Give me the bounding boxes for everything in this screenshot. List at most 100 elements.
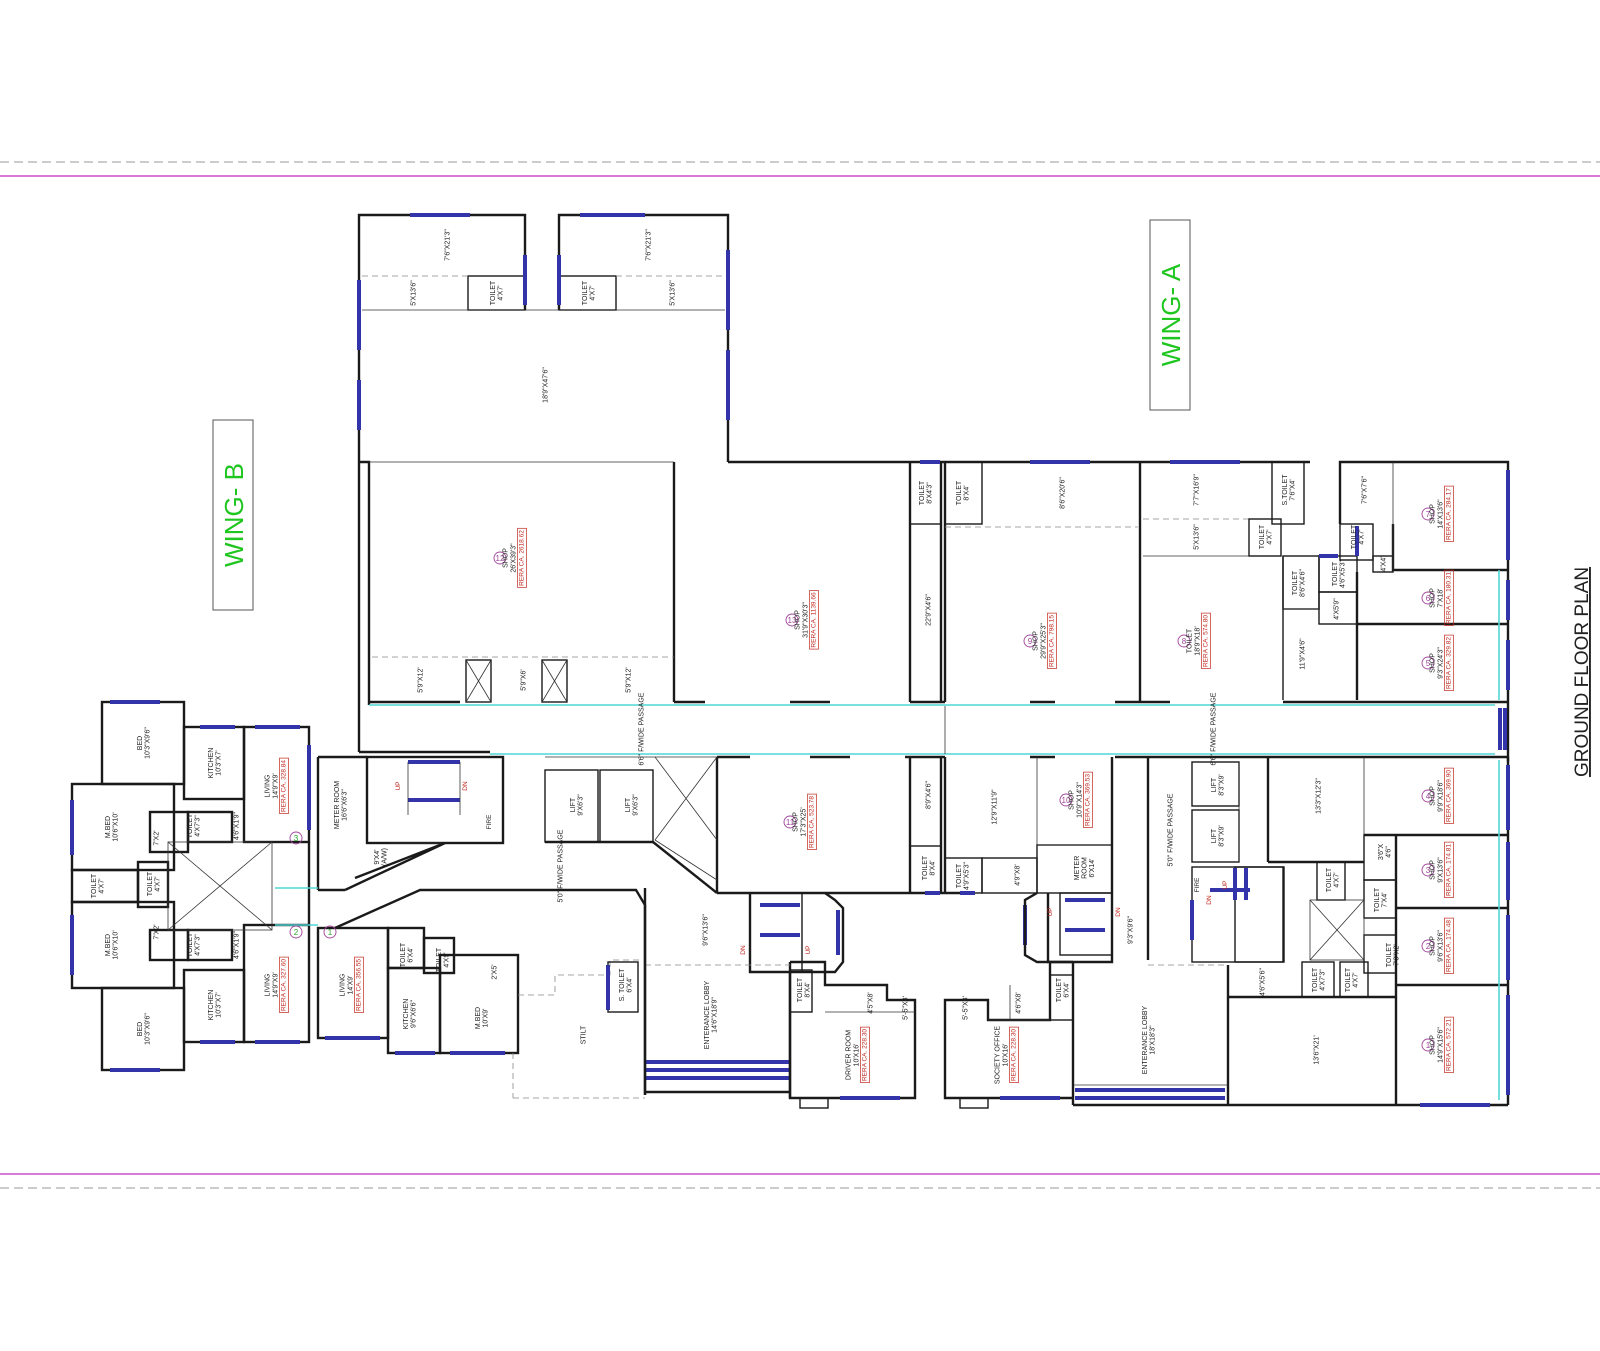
dim-d_5136b: 5'X13'6" — [670, 280, 677, 306]
dim-passage4: 5'0" F/WIDE PASSAGE — [1168, 793, 1175, 866]
dim-kitchen3-line-1: 9'6"X6'6" — [410, 1000, 417, 1028]
dim-d_5136b-line-0: 5'X13'6" — [670, 280, 677, 306]
label-shop13-line-1: 31'9"X30'3" — [803, 602, 810, 638]
dim-lift4-line-1: 8'3"X9' — [1218, 825, 1225, 847]
dim-d_25: 2'X5' — [492, 964, 499, 979]
label-society-line-1: 10'X16' — [1003, 1044, 1010, 1067]
label-shop10-line-1: 10'9"X14'3" — [1077, 782, 1084, 818]
rera-box — [1083, 771, 1093, 828]
dim-kitchen1-line-0: KITCHEN — [208, 748, 215, 779]
dim-toilet_64b-line-0: TOILET — [1056, 977, 1063, 1002]
dim-d_596-line-0: 5'9"X6' — [521, 669, 528, 691]
shop7-number: 7 — [1426, 510, 1431, 519]
dim-d_94-line-1: (A/W) — [381, 848, 388, 866]
label-society-line-0: SOCIETY OFFICE — [995, 1026, 1002, 1085]
dim-d_498: 4'9"X8' — [1015, 864, 1022, 886]
rera-box — [1444, 767, 1454, 824]
label-shop3-line-1: 9'X13'6" — [1438, 857, 1445, 883]
label-flat3-line-2: RERA CA. 328.84 — [281, 760, 288, 812]
dim-d_7613b-line-0: 7'6"X21'3" — [646, 229, 653, 261]
dim-d_458-line-0: 4'5"X8' — [868, 992, 875, 1014]
flat1-number: 1 — [328, 928, 333, 937]
dim-d_468-line-0: 4'6"X8' — [1016, 992, 1023, 1014]
dim-bed1-line-1: 10'3"X9'6" — [144, 727, 151, 759]
dim-toilet_843-line-0: TOILET — [919, 480, 926, 505]
dim-d_129119-line-0: 12'9"X11'9" — [992, 789, 999, 825]
dim-toilet_49-line-1: 4'X9' — [443, 952, 450, 967]
label-flat2-line-2: RERA CA. 327.60 — [281, 959, 288, 1011]
label-flat2-line-1: 14'9"X9' — [273, 972, 280, 997]
label-shop11-line-1: 17'3"X25' — [801, 807, 808, 836]
dim-mbed1-line-1: 10'6"X10' — [112, 812, 119, 841]
dim-kitchen2-line-1: 10'3"X7' — [215, 992, 222, 1017]
label-driver-line-0: DRIVER ROOM — [846, 1030, 853, 1080]
label-shop5-line-1: 9'3"X24'3" — [1438, 647, 1445, 679]
label-shop8-line-0: TOILET — [1187, 628, 1194, 653]
dim-d_7613b: 7'6"X21'3" — [646, 229, 653, 261]
dim-meter2-line-1: ROOM — [1082, 857, 1089, 879]
dim-d_toilet_47a-line-0: TOILET — [490, 280, 497, 305]
rera-box — [1444, 485, 1454, 542]
rera-box — [1444, 634, 1454, 691]
shop4-number: 4 — [1426, 792, 1431, 801]
dim-d_99: 9'3"X9'6" — [1128, 916, 1135, 944]
dim-d_96136-line-0: 9'6"X13'6" — [703, 914, 710, 946]
label-shop11-line-0: SHOP — [793, 812, 800, 832]
dim-d_94: 9'X4'(A/W) — [374, 848, 389, 866]
rera-box — [1444, 1016, 1454, 1073]
label-shop6-line-2: RERA CA. 180.31 — [1446, 572, 1453, 624]
shop11-number: 11 — [786, 818, 795, 827]
dim-d_5912a: 5'9"X12' — [418, 667, 425, 692]
label-driver-line-1: 10'X16' — [854, 1044, 861, 1067]
wing-b-flat-1 — [316, 926, 645, 1099]
dim-toilet_4653-line-1: 4'6"X5'3" — [1339, 560, 1346, 588]
dim-toilet_732-line-1: 7'3"X2' — [1393, 944, 1400, 966]
shop10-number: 10 — [1062, 796, 1071, 805]
label-shop10-line-0: SHOP — [1069, 790, 1076, 810]
label-shop1-line-2: RERA CA. 572.21 — [1446, 1019, 1453, 1071]
dim-toilet_47f-line-1: 4'X7' — [154, 876, 161, 891]
label-shop8-line-1: 18'9"X18' — [1195, 626, 1202, 655]
dim-d_13621: 13'6"X21' — [1314, 1035, 1321, 1064]
middle-stair — [748, 892, 845, 974]
label-shop5-line-0: SHOP — [1430, 653, 1437, 673]
dim-d_8946-line-0: 8'9"X4'6" — [926, 781, 933, 809]
dim-passage1-line-0: 6'6" F/WIDE PASSAGE — [639, 692, 646, 765]
rera-box — [279, 956, 289, 1013]
dim-toilet_47d-line-0: TOILET — [1351, 524, 1358, 549]
dim-kitchen1-line-1: 10'3"X7' — [215, 750, 222, 775]
dim-mbed2-line-1: 10'6"X10' — [112, 930, 119, 959]
dim-toilet_47c-line-1: 4'X7' — [1266, 529, 1273, 544]
dim-d_7676: 7'6"X7'6" — [1362, 476, 1369, 504]
label-shop10-line-2: RERA CA. 369.53 — [1085, 774, 1092, 826]
dim-mbed1-line-0: M.BED — [105, 816, 112, 838]
dim-kitchen2-line-0: KITCHEN — [208, 990, 215, 1021]
label-society-line-2: RERA CA. 228.30 — [1011, 1029, 1018, 1081]
dim-lobby1-line-0: ENTERANCE LOBBY — [704, 980, 711, 1049]
dim-d_toilet_47a-line-1: 4'X7' — [497, 285, 504, 300]
dim-toilet_84-line-1: 8'X4' — [963, 485, 970, 500]
